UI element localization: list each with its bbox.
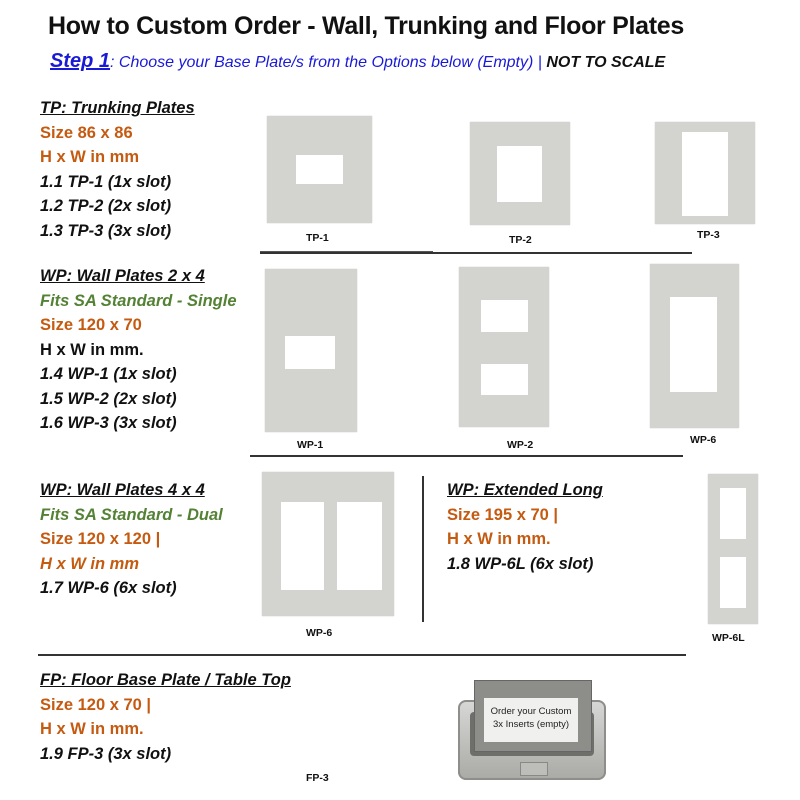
- caption-tp-2: TP-2: [509, 234, 532, 246]
- plate-wp-6-dual: [262, 472, 394, 616]
- floor-box-label: Order your Custom 3x Inserts (empty): [484, 698, 578, 742]
- wp24-heading: WP: Wall Plates 2 x 4: [40, 267, 205, 285]
- plate-tp-2: [470, 122, 570, 225]
- wp24-size: Size 120 x 70: [40, 316, 142, 334]
- plate-tp-3: [655, 122, 755, 224]
- wp44-size: Size 120 x 120 |: [40, 530, 161, 548]
- not-to-scale-label: NOT TO SCALE: [546, 54, 666, 71]
- slot-hole: [497, 146, 542, 202]
- floor-box-latch: [520, 762, 548, 776]
- wpl-item-1: 1.8 WP-6L (6x slot): [447, 554, 594, 573]
- wpl-heading: WP: Extended Long: [447, 481, 603, 499]
- slot-hole: [285, 336, 335, 369]
- slot-hole: [337, 502, 382, 590]
- caption-tp-1: TP-1: [306, 232, 329, 244]
- fp-item-1: 1.9 FP-3 (3x slot): [40, 744, 172, 763]
- slot-hole: [720, 488, 746, 539]
- tp-item-3: 1.3 TP-3 (3x slot): [40, 221, 172, 240]
- vertical-divider: [422, 476, 424, 622]
- plate-wp-2: [459, 267, 549, 427]
- slot-hole: [281, 502, 324, 590]
- caption-fp-3: FP-3: [306, 772, 329, 784]
- slot-hole: [481, 300, 528, 332]
- slot-hole: [670, 297, 717, 392]
- page-title: How to Custom Order - Wall, Trunking and…: [48, 12, 684, 40]
- slot-hole: [481, 364, 528, 395]
- slot-hole: [296, 155, 343, 184]
- divider-wp24: [250, 455, 683, 457]
- tp-size: Size 86 x 86: [40, 123, 133, 142]
- divider-wp44: [38, 654, 686, 656]
- floor-box-image: Order your Custom 3x Inserts (empty): [458, 678, 606, 786]
- floor-box-label-line1: Order your Custom: [490, 706, 572, 717]
- caption-wp-1: WP-1: [297, 439, 324, 451]
- fp-section-text: FP: Floor Base Plate / Table Top Size 12…: [40, 668, 291, 766]
- wp44-section-text: WP: Wall Plates 4 x 4 Fits SA Standard -…: [40, 478, 223, 601]
- wp24-item-2: 1.5 WP-2 (2x slot): [40, 389, 177, 408]
- wp44-fits: Fits SA Standard - Dual: [40, 505, 223, 524]
- tp-item-1: 1.1 TP-1 (1x slot): [40, 172, 172, 191]
- fp-size: Size 120 x 70 |: [40, 695, 152, 714]
- wp44-item-1: 1.7 WP-6 (6x slot): [40, 579, 177, 597]
- tp-item-2: 1.2 TP-2 (2x slot): [40, 197, 172, 215]
- wp24-item-1: 1.4 WP-1 (1x slot): [40, 365, 177, 383]
- wp44-dims: H x W in mm: [40, 554, 140, 573]
- wpl-size: Size 195 x 70 |: [447, 505, 559, 524]
- caption-wp-6-dual: WP-6: [306, 627, 333, 639]
- plate-wp-6l: [708, 474, 758, 624]
- floor-box-label-line2: 3x Inserts (empty): [492, 719, 570, 730]
- divider-tp: [260, 252, 692, 254]
- caption-tp-3: TP-3: [697, 229, 720, 241]
- fp-dims: H x W in mm.: [40, 720, 144, 738]
- wp44-heading: WP: Wall Plates 4 x 4: [40, 481, 205, 499]
- wp24-fits: Fits SA Standard - Single: [40, 291, 237, 310]
- wp24-dims: H x W in mm.: [40, 340, 144, 359]
- caption-wp-2: WP-2: [507, 439, 534, 451]
- step-text: : Choose your Base Plate/s from the Opti…: [110, 54, 547, 71]
- slot-hole: [682, 132, 728, 216]
- plate-wp-1: [265, 269, 357, 432]
- plate-tp-1: [267, 116, 372, 223]
- tp-dims: H x W in mm: [40, 148, 140, 166]
- caption-wp-6l: WP-6L: [712, 632, 745, 644]
- plate-wp-6-single: [650, 264, 739, 428]
- caption-wp-6: WP-6: [690, 434, 717, 446]
- wp24-item-3: 1.6 WP-3 (3x slot): [40, 414, 177, 432]
- wpl-section-text: WP: Extended Long Size 195 x 70 | H x W …: [447, 478, 603, 576]
- tp-heading: TP: Trunking Plates: [40, 99, 195, 117]
- fp-heading: FP: Floor Base Plate / Table Top: [40, 671, 291, 689]
- tp-section-text: TP: Trunking Plates Size 86 x 86 H x W i…: [40, 96, 195, 243]
- step-label: Step 1: [50, 50, 111, 72]
- slot-hole: [720, 557, 746, 608]
- step-instruction: Step 1: Choose your Base Plate/s from th…: [50, 50, 665, 73]
- wp24-section-text: WP: Wall Plates 2 x 4 Fits SA Standard -…: [40, 264, 237, 436]
- wpl-dims: H x W in mm.: [447, 530, 551, 548]
